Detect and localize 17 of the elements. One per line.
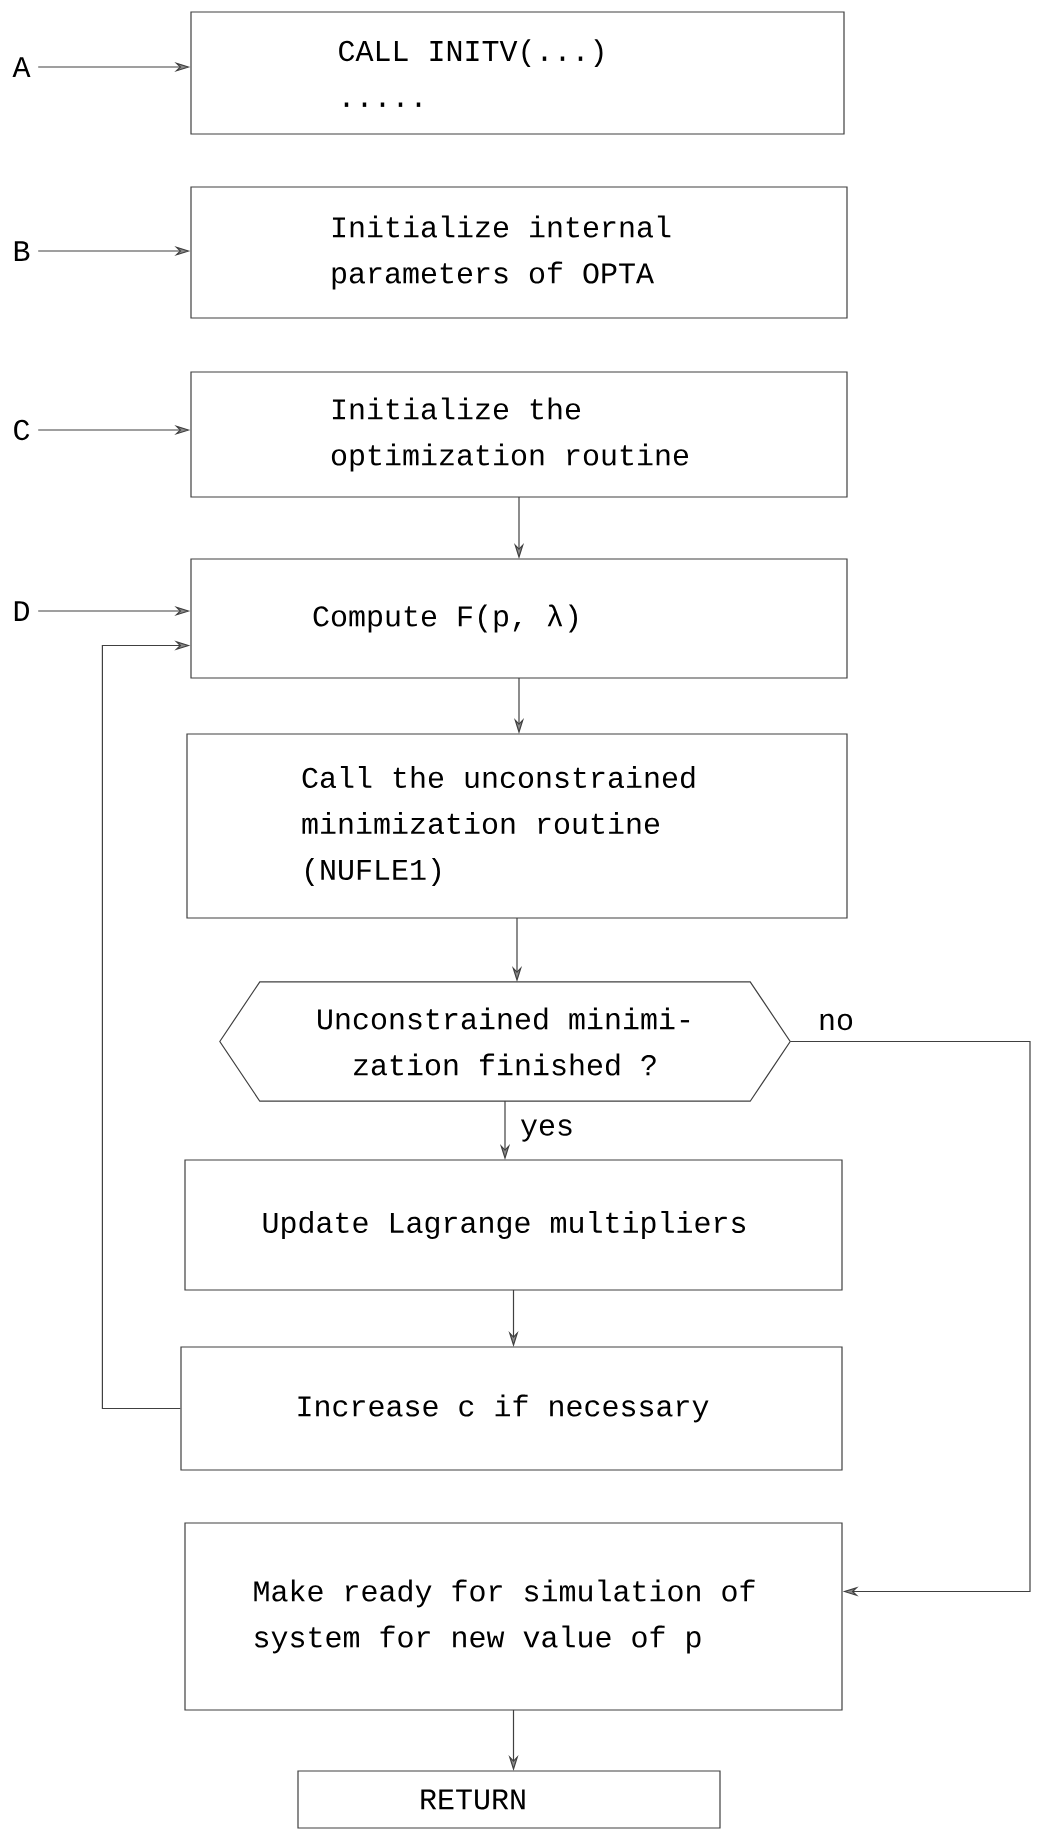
process-box: RETURN bbox=[297, 1770, 721, 1829]
decision-hexagon: Unconstrained minimi- zation finished ? bbox=[219, 981, 791, 1102]
edge-label: yes bbox=[518, 1117, 576, 1144]
edge-label: no bbox=[816, 1011, 856, 1033]
entry-label: C bbox=[14, 419, 30, 441]
process-box: CALL INITV(...) ..... bbox=[190, 11, 845, 135]
process-box: Initialize the optimization routine bbox=[190, 371, 848, 498]
process-box: Update Lagrange multipliers bbox=[184, 1159, 843, 1291]
process-box: Make ready for simulation of system for new value of p bbox=[184, 1522, 843, 1711]
process-box: Initialize internal parameters of OPTA bbox=[190, 186, 848, 319]
entry-label: A bbox=[12, 57, 31, 77]
process-box: Call the unconstrained minimization routine (NUFLE1) bbox=[186, 733, 848, 919]
entry-label: B bbox=[14, 241, 30, 261]
process-box: Increase c if necessary bbox=[180, 1346, 843, 1471]
entry-label: D bbox=[14, 601, 29, 621]
arrow bbox=[789, 1040, 1031, 1597]
process-box: Compute F(p, λ) bbox=[190, 558, 848, 679]
